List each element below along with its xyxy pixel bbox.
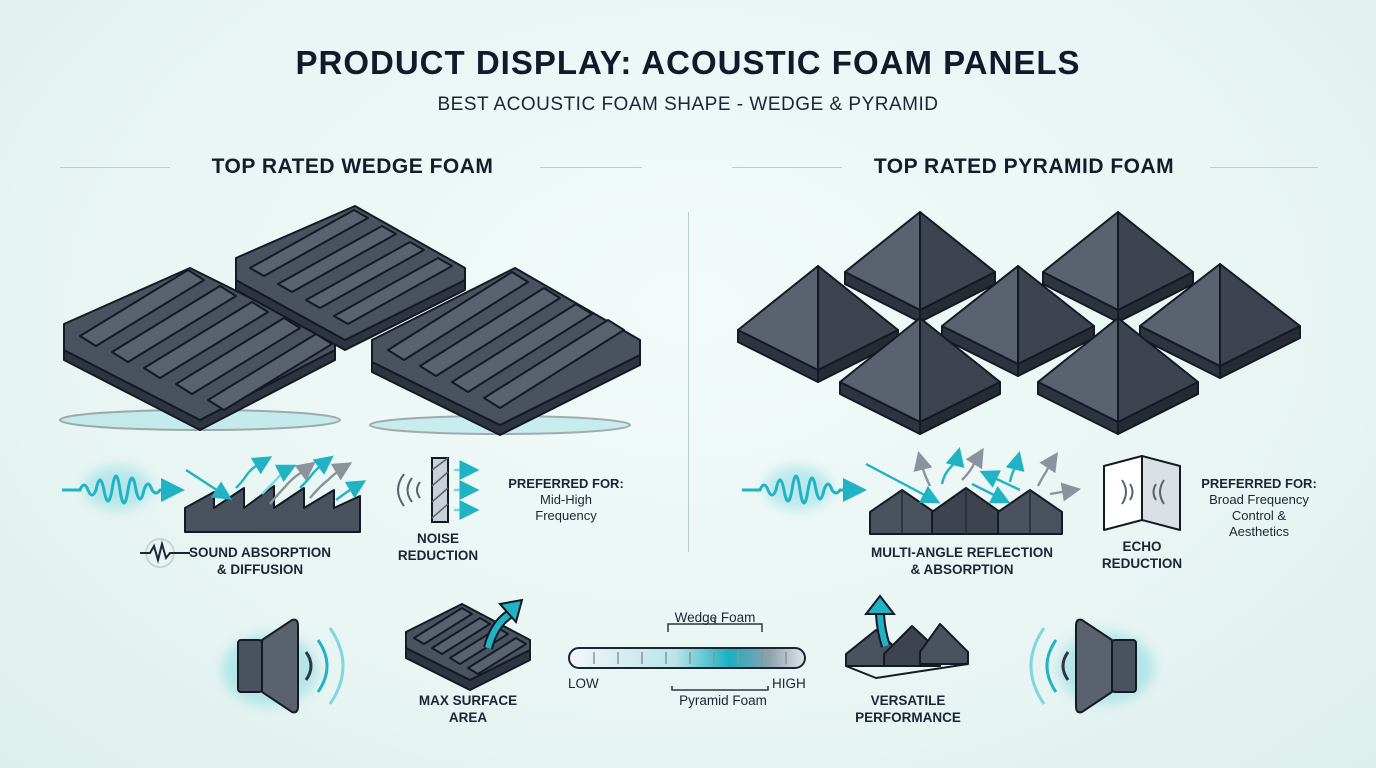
scale-top-label: Wedge Foam bbox=[674, 610, 756, 625]
echo-reduction-icon bbox=[1103, 455, 1181, 531]
scale-high-label: HIGH bbox=[772, 676, 806, 691]
reflection-label: MULTI-ANGLE REFLECTION& ABSORPTION bbox=[871, 545, 1053, 577]
pyramid-6 bbox=[839, 317, 1001, 435]
pyramid-heading: TOP RATED PYRAMID FOAM bbox=[873, 155, 1175, 178]
pyramid-3 bbox=[1042, 211, 1194, 323]
speaker-icon-left bbox=[222, 618, 345, 714]
speaker-icon-right bbox=[1029, 618, 1154, 714]
wedge-panel-left bbox=[59, 267, 341, 431]
absorption-label: SOUND ABSORPTION& DIFFUSION bbox=[188, 545, 331, 577]
divider-right-b bbox=[1210, 167, 1318, 168]
wedge-preferred-heading: PREFERRED FOR: bbox=[508, 476, 624, 491]
reflection-arrows bbox=[865, 447, 1082, 504]
pyramid-preferred-heading: PREFERRED FOR: bbox=[1201, 476, 1317, 491]
pyramid-profile bbox=[869, 487, 1063, 535]
sound-wave-icon bbox=[62, 466, 185, 510]
absorption-icon bbox=[140, 538, 190, 568]
page-title: PRODUCT DISPLAY: ACOUSTIC FOAM PANELS bbox=[295, 44, 1081, 81]
wedge-panel-right bbox=[369, 267, 641, 436]
sound-wave-icon-right bbox=[742, 466, 867, 510]
page-subtitle: BEST ACOUSTIC FOAM SHAPE - WEDGE & PYRAM… bbox=[437, 94, 939, 115]
wedge-heading: TOP RATED WEDGE FOAM bbox=[211, 155, 494, 178]
pyramid-4 bbox=[941, 265, 1095, 377]
scale-low-label: LOW bbox=[568, 676, 599, 691]
comparison-scale bbox=[568, 618, 806, 691]
scale-bottom-label: Pyramid Foam bbox=[679, 693, 767, 708]
noise-reduction-icon bbox=[397, 457, 480, 523]
pyramid-5 bbox=[1139, 263, 1301, 379]
wedge-panel-top bbox=[235, 205, 466, 351]
pyramid-panels bbox=[737, 211, 1301, 435]
wedge-profile bbox=[184, 485, 361, 533]
divider-left-a bbox=[60, 167, 170, 168]
divider-left-b bbox=[540, 167, 642, 168]
arrow-icon-up-left bbox=[863, 594, 897, 648]
arrow-icon-up-right bbox=[483, 598, 524, 650]
center-divider bbox=[688, 212, 689, 552]
pyramid-7 bbox=[1037, 317, 1199, 435]
versatile-icon bbox=[845, 623, 969, 679]
divider-right-a bbox=[732, 167, 842, 168]
surface-area-icon bbox=[405, 603, 531, 691]
diffusion-arrows bbox=[185, 455, 367, 505]
